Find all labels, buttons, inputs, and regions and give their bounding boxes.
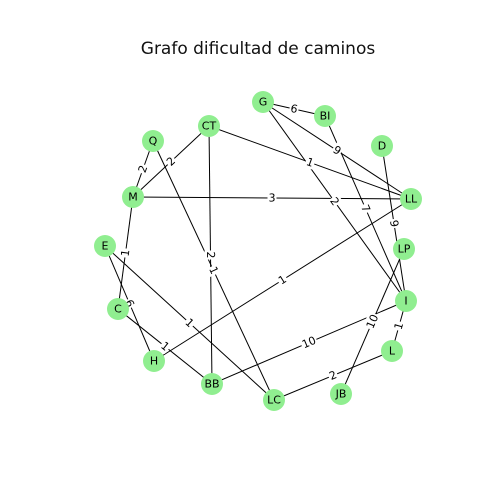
edge-weight-label: 6 — [289, 102, 299, 116]
edge-weight-label: 2 — [204, 251, 217, 258]
node-bb: BB — [201, 373, 223, 395]
edge-weight-label: 3 — [268, 191, 275, 204]
edge-weight-ct-ll: 1 — [303, 154, 317, 170]
node-circle — [371, 135, 393, 157]
node-circle — [198, 115, 220, 137]
node-label: I — [404, 295, 407, 308]
node-l: L — [381, 340, 403, 362]
node-label: Q — [149, 135, 158, 148]
edge-weight-label: 2 — [136, 164, 151, 175]
node-circle — [143, 350, 165, 372]
edge-weight-q-m: 2 — [134, 162, 151, 176]
edge-weight-background — [391, 319, 406, 332]
node-circle — [400, 188, 422, 210]
node-circle — [381, 340, 403, 362]
node-label: H — [150, 355, 158, 368]
node-label: C — [114, 303, 122, 316]
node-q: Q — [142, 130, 164, 152]
edge-weight-background — [327, 193, 343, 209]
graph-title: Grafo dificultad de caminos — [141, 39, 376, 59]
node-circle — [330, 383, 352, 405]
edge-weight-label: 7 — [358, 203, 373, 215]
edge-weight-background — [362, 311, 382, 332]
edge-weight-background — [298, 332, 319, 352]
edge-weight-d-i: 9 — [387, 217, 402, 229]
node-lp: LP — [393, 238, 415, 260]
edge-weight-i-bb: 10 — [298, 332, 319, 352]
node-circle — [393, 238, 415, 260]
node-m: M — [122, 186, 144, 208]
edge-weight-ct-bb: 2 — [204, 250, 218, 260]
edge-weight-bi-i: 7 — [358, 201, 374, 216]
edge-weight-label: 1 — [206, 265, 221, 277]
edge-weight-label: 6 — [122, 298, 137, 310]
edge-weight-background — [288, 101, 300, 116]
edge-weight-background — [134, 162, 151, 176]
edge-weight-background — [206, 263, 222, 278]
edge-weight-background — [274, 271, 290, 288]
node-label: LP — [398, 243, 411, 256]
node-circle — [122, 186, 144, 208]
node-label: G — [259, 96, 268, 109]
node-circle — [252, 91, 274, 113]
node-ct: CT — [198, 115, 220, 137]
edge-weight-background — [303, 154, 317, 170]
nodes-layer: G BI D LL LP I L JB LC BB H C E M Q CT — [94, 91, 422, 411]
edge-weight-label: 1 — [392, 321, 406, 331]
edge-weight-label: 10 — [364, 312, 382, 330]
node-circle — [263, 389, 285, 411]
edge-weight-q-lc: 1 — [206, 263, 222, 278]
node-c: C — [107, 298, 129, 320]
edge-weight-background — [204, 250, 218, 260]
edge-weight-background — [117, 247, 133, 259]
node-circle — [94, 235, 116, 257]
edge-weight-background — [162, 153, 179, 169]
node-e: E — [94, 235, 116, 257]
node-circle — [107, 298, 129, 320]
edge-weight-label: 1 — [119, 249, 133, 258]
edge-weight-label: 1 — [304, 155, 315, 170]
edge-weight-g-bi: 6 — [288, 101, 300, 116]
edge-weight-label: 9 — [387, 219, 401, 228]
edge-weight-background — [326, 367, 340, 383]
node-label: BI — [320, 110, 331, 123]
node-h: H — [143, 350, 165, 372]
edge-weight-background — [157, 338, 173, 354]
node-label: CT — [202, 120, 217, 133]
edge-weight-background — [267, 190, 277, 205]
edge-weight-background — [387, 217, 402, 229]
node-label: LC — [267, 394, 281, 407]
edge-weight-lp-jb: 10 — [362, 311, 382, 332]
edge-weight-label: 2 — [327, 368, 338, 383]
edge-weight-background — [182, 314, 198, 331]
edge-weight-label: 10 — [300, 334, 318, 351]
edge-weight-m-ll: 3 — [267, 190, 277, 205]
node-label: JB — [335, 388, 347, 401]
node-i: I — [395, 290, 417, 312]
edge-weight-m-c: 1 — [117, 247, 133, 259]
node-jb: JB — [330, 383, 352, 405]
edge-weight-i-l: 1 — [391, 319, 406, 332]
node-label: BB — [204, 378, 219, 391]
edge-weight-background — [329, 142, 345, 158]
node-ll: LL — [400, 188, 422, 210]
node-lc: LC — [263, 389, 285, 411]
node-label: LL — [405, 193, 418, 206]
node-label: M — [128, 191, 138, 204]
edge-weight-l-lc: 2 — [326, 367, 340, 383]
node-label: D — [378, 140, 386, 153]
edge-weight-background — [358, 201, 374, 216]
node-g: G — [252, 91, 274, 113]
node-circle — [142, 130, 164, 152]
node-bi: BI — [314, 105, 336, 127]
node-circle — [395, 290, 417, 312]
node-label: E — [102, 240, 109, 253]
node-d: D — [371, 135, 393, 157]
node-circle — [201, 373, 223, 395]
node-label: L — [389, 345, 396, 358]
node-circle — [314, 105, 336, 127]
